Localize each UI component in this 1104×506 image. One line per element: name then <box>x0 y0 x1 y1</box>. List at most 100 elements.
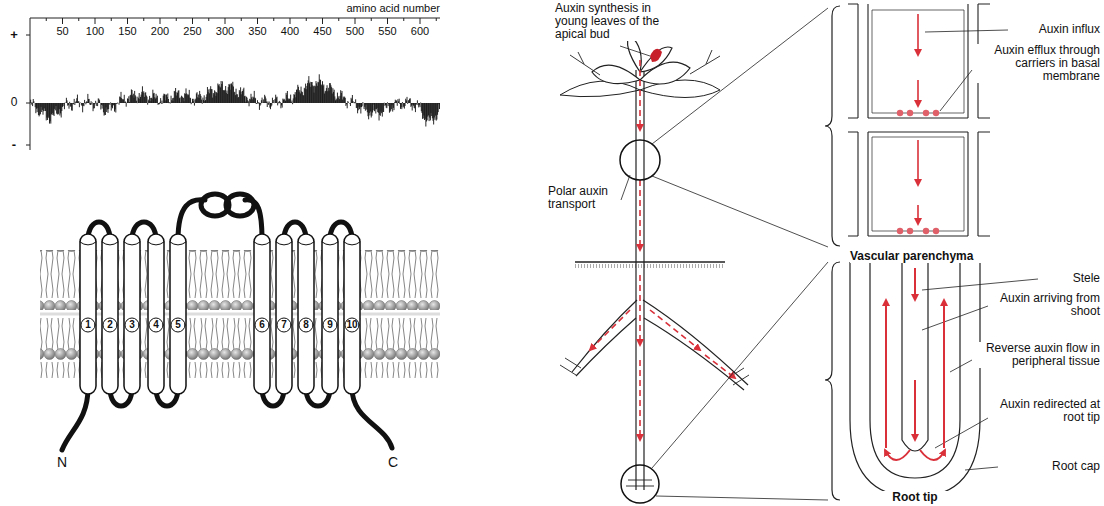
helix <box>102 234 118 394</box>
axis-tick <box>306 18 307 21</box>
axis-tick <box>338 18 339 21</box>
helix-rim <box>298 242 314 245</box>
helix <box>148 234 164 394</box>
helix-badge <box>103 318 117 332</box>
helix <box>344 234 360 394</box>
callout-label: Root cap <box>998 460 1100 473</box>
axis-tick <box>62 18 63 24</box>
helix-number: 6 <box>255 319 269 330</box>
axis-tick <box>436 18 437 21</box>
tick-label: 450 <box>308 25 338 37</box>
tick-label: 100 <box>80 25 110 37</box>
helix-number: 7 <box>277 319 291 330</box>
axis-tick <box>46 18 47 21</box>
helix-number: 4 <box>149 319 163 330</box>
axis-tick <box>192 18 193 24</box>
helix-number: 3 <box>125 319 139 330</box>
axis-tick <box>257 18 258 24</box>
tick-label: 400 <box>275 25 305 37</box>
axis-sign: 0 <box>7 96 21 109</box>
helix <box>254 234 270 394</box>
helix-number: 2 <box>103 319 117 330</box>
helix-number: 10 <box>345 319 359 330</box>
axis-tick <box>241 18 242 21</box>
helix-rim <box>344 242 360 245</box>
tick-label: 150 <box>113 25 143 37</box>
helix <box>80 234 96 394</box>
c-tail <box>352 388 392 448</box>
tick-label: 350 <box>243 25 273 37</box>
terminus-label: C <box>383 455 403 470</box>
callout-label: Auxin arriving from shoot <box>988 292 1100 318</box>
helix-rim <box>276 242 292 245</box>
axis-tick <box>111 18 112 21</box>
loop <box>178 200 262 240</box>
axis-tick <box>127 18 128 24</box>
helix-badge <box>125 318 139 332</box>
axis-tick <box>143 18 144 21</box>
axis-tick <box>95 18 96 24</box>
callout-label: Polar auxin transport <box>548 185 618 211</box>
callout-label: Auxin efflux through carriers in basal m… <box>973 44 1100 83</box>
helix-badge <box>81 318 95 332</box>
helix-number: 8 <box>299 319 313 330</box>
callout-label: Auxin redirected at root tip <box>988 398 1100 424</box>
tick-label: 500 <box>340 25 370 37</box>
axis-tick <box>420 18 421 24</box>
helix-rim <box>322 242 338 245</box>
membrane-protein <box>62 194 392 450</box>
n-tail <box>62 388 88 450</box>
helix-badge <box>299 318 313 332</box>
axis-tick <box>387 18 388 24</box>
axis-tick <box>403 18 404 21</box>
axis-tick <box>160 18 161 24</box>
helix-rim <box>148 242 164 245</box>
helix-number: 9 <box>323 319 337 330</box>
terminus-label: N <box>52 455 72 470</box>
hydropathy-trace <box>31 74 440 126</box>
tick-label: 550 <box>373 25 403 37</box>
callout-label: Root tip <box>875 491 955 504</box>
helix-number: 5 <box>171 319 185 330</box>
helix-badge <box>277 318 291 332</box>
helix <box>298 234 314 394</box>
helix-badge <box>149 318 163 332</box>
axis-tick <box>355 18 356 24</box>
tick-label: 50 <box>48 25 78 37</box>
axis-tick <box>273 18 274 21</box>
helix <box>170 234 186 394</box>
helix <box>322 234 338 394</box>
helix-rim <box>80 242 96 245</box>
axis-title: amino acid number <box>340 2 440 14</box>
helix-number: 1 <box>81 319 95 330</box>
tick-label: 300 <box>210 25 240 37</box>
callout-label: Stele <box>1038 272 1100 285</box>
axis-sign: - <box>7 138 21 152</box>
helix-rim <box>170 242 186 245</box>
tick-label: 250 <box>178 25 208 37</box>
axis-ticks <box>46 18 436 24</box>
axis-tick <box>78 18 79 21</box>
callout-label: Auxin influx <box>1010 23 1100 36</box>
axis-sign: + <box>7 28 21 42</box>
axis-tick <box>176 18 177 21</box>
helix-badge <box>171 318 185 332</box>
tick-label: 200 <box>145 25 175 37</box>
axis-tick <box>290 18 291 24</box>
helix-rim <box>254 242 270 245</box>
loop <box>226 194 254 216</box>
callout-label: Reverse auxin flow in peripheral tissue <box>973 342 1100 368</box>
helix-badge <box>255 318 269 332</box>
axis-tick <box>371 18 372 21</box>
callout-label: Auxin synthesis in young leaves of the a… <box>555 2 667 41</box>
tick-label: 600 <box>405 25 435 37</box>
axis-tick <box>208 18 209 21</box>
helix-rim <box>124 242 140 245</box>
hydropathy-bars <box>31 74 440 126</box>
axis-tick <box>322 18 323 24</box>
helix <box>276 234 292 394</box>
helix-badge <box>323 318 337 332</box>
helix <box>124 234 140 394</box>
callout-label: Vascular parenchyma <box>850 250 990 263</box>
helix-badge <box>345 318 359 332</box>
